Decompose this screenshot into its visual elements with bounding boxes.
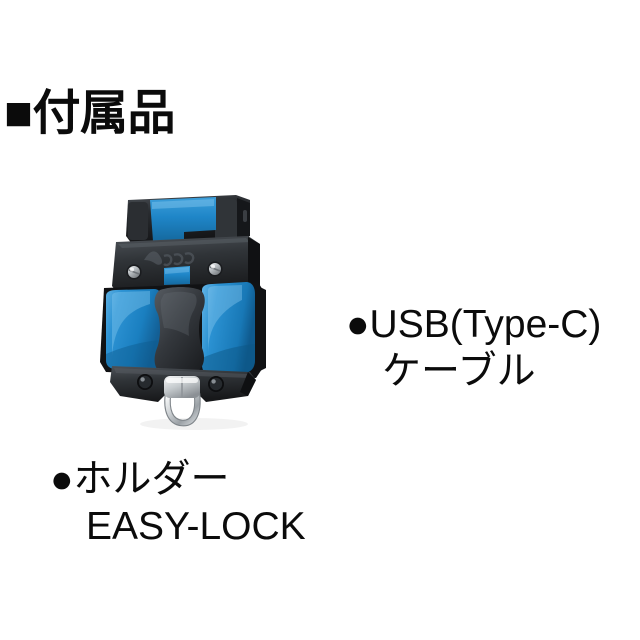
upper-plate [112,236,260,298]
screw-left [126,264,142,280]
upper-plate-bevel [118,238,250,248]
caption-usb-cable: ●USB(Type-C) ケーブル [346,301,601,395]
left-blue-grip [106,289,162,370]
right-blue-grip [202,282,255,374]
lower-plate-right-edge [240,372,256,396]
top-right-shoulder [215,199,237,241]
top-left-shoulder [128,202,148,240]
center-blue-tab [164,266,190,285]
blue-clip-highlight [152,199,214,209]
upper-plate-right-edge [248,237,260,296]
caption-usb-line2: ケーブル [382,350,536,393]
caption-usb-line1: ●USB(Type-C) [346,303,602,346]
main-grip-band [100,282,264,378]
drop-shadow [140,418,248,430]
holder-illustration [100,195,266,430]
brand-emblem [144,251,195,267]
d-ring-boss [164,376,200,398]
center-black-pad [154,287,205,375]
rivet-right [208,376,224,392]
lower-plate-bevel [114,368,250,378]
top-blue-clip [126,195,250,244]
caption-holder-line1: ●ホルダー [50,458,230,501]
page-title: ■付属品 [4,87,176,140]
d-ring [164,390,201,427]
top-edge-notch [243,210,247,222]
caption-holder: ●ホルダー EASY-LOCK [50,456,306,550]
screw-right [207,261,223,277]
caption-holder-line2: EASY-LOCK [86,505,306,548]
rivet-left [137,374,153,390]
product-photo-holder [98,186,294,434]
